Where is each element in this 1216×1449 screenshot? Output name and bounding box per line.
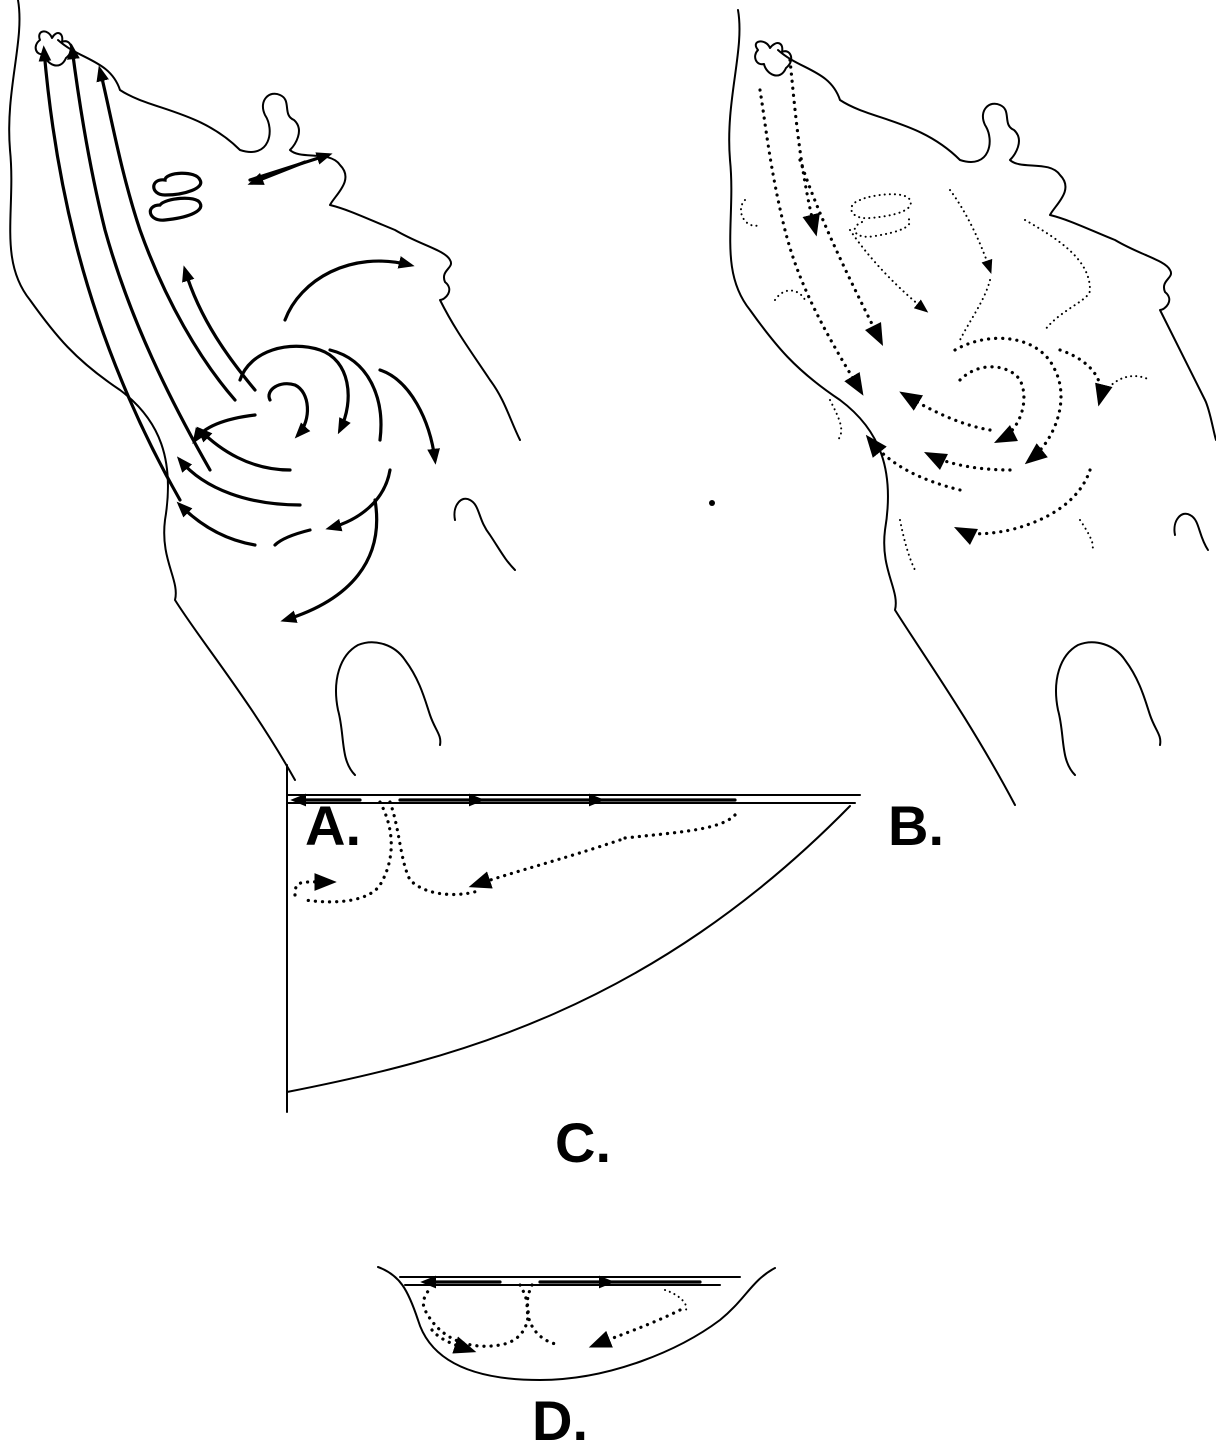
panel-d: D.: [378, 1267, 775, 1449]
panel-b: B.: [729, 10, 1216, 857]
panel-c-label: C.: [555, 1111, 611, 1174]
panel-d-circulation: [423, 1282, 700, 1350]
panel-b-current-arrows: [741, 60, 1150, 570]
speck: [709, 500, 715, 506]
panel-c-circulation: [295, 800, 735, 902]
panel-d-label: D.: [532, 1389, 588, 1449]
panel-a-coastline: [9, 0, 520, 780]
panel-d-basin: [378, 1267, 775, 1380]
panel-b-label: B.: [888, 794, 944, 857]
panel-a: A.: [9, 0, 520, 857]
panel-c-basin: [287, 765, 860, 1112]
panel-b-coastline: [729, 10, 1216, 805]
panel-a-current-arrows: [44, 48, 435, 620]
panel-c: C.: [287, 765, 860, 1174]
